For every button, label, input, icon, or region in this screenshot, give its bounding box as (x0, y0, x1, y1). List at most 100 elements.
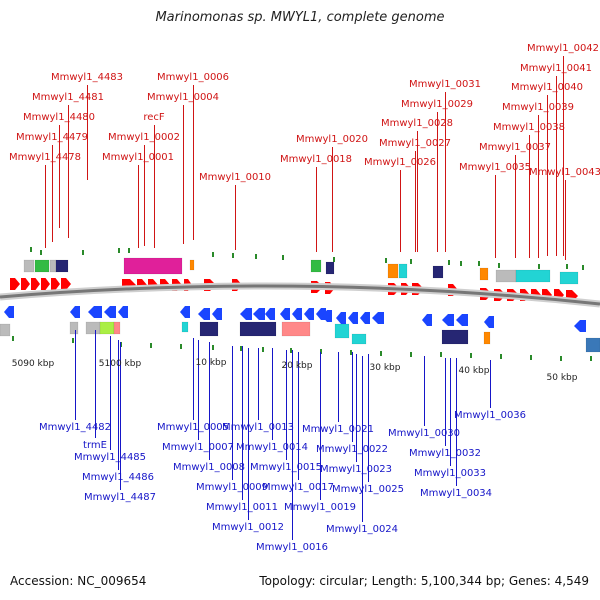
feature-box (0, 323, 11, 337)
feature-box (239, 321, 277, 337)
gene-label: Mmwyl1_0013 (222, 422, 294, 433)
gene-label: Mmwyl1_0038 (493, 122, 565, 133)
reverse-gene-arrow (304, 308, 314, 320)
gene-label: Mmwyl1_0026 (364, 157, 436, 168)
gene-label: Mmwyl1_0029 (401, 99, 473, 110)
scale-tick (410, 259, 412, 264)
scale-tick (566, 264, 568, 269)
reverse-gene-arrow (240, 308, 252, 320)
scale-tick (72, 338, 74, 343)
gene-label: Mmwyl1_0001 (102, 152, 174, 163)
gene-label: Mmwyl1_0022 (316, 444, 388, 455)
feature-box (23, 259, 35, 273)
reverse-gene-arrow (322, 310, 332, 322)
gene-label: Mmwyl1_4482 (39, 422, 111, 433)
gene-label: Mmwyl1_0005 (157, 422, 229, 433)
scale-tick (582, 265, 584, 270)
scale-tick (560, 356, 562, 361)
reverse-gene-arrow (4, 306, 14, 318)
gene-label: Mmwyl1_0024 (326, 524, 398, 535)
scale-tick (530, 355, 532, 360)
feature-box (441, 329, 469, 345)
gene-label: Mmwyl1_4481 (32, 92, 104, 103)
scale-tick (385, 258, 387, 263)
feature-box (69, 321, 79, 335)
reverse-gene-arrow (280, 308, 290, 320)
reverse-gene-arrow (198, 308, 210, 320)
scale-tick (30, 247, 32, 252)
scale-tick (478, 261, 480, 266)
feature-box (483, 331, 491, 345)
feature-box (398, 263, 408, 279)
gene-label: Mmwyl1_0016 (256, 542, 328, 553)
scale-tick (40, 250, 42, 255)
reverse-gene-arrow (484, 316, 494, 328)
reverse-gene-arrow (292, 308, 302, 320)
map-title: Marinomonas sp. MWYL1, complete genome (155, 10, 445, 25)
gene-label: Mmwyl1_0034 (420, 488, 492, 499)
scale-label: 10 kbp (196, 358, 227, 368)
gene-label: Mmwyl1_0027 (379, 138, 451, 149)
gene-label: Mmwyl1_0015 (250, 462, 322, 473)
scale-label: 40 kbp (459, 366, 490, 376)
reverse-gene-arrow (265, 308, 275, 320)
feature-box (387, 263, 399, 279)
feature-boxes (0, 257, 600, 353)
reverse-gene-arrow (360, 312, 370, 324)
gene-label: Mmwyl1_0039 (502, 102, 574, 113)
reverse-gene-arrow (180, 306, 190, 318)
scale-tick (290, 348, 292, 353)
feature-box (34, 259, 50, 273)
gene-label: Mmwyl1_0006 (157, 72, 229, 83)
feature-box (325, 261, 335, 275)
scale-tick (320, 349, 322, 354)
feature-box (281, 321, 311, 337)
gene-label: Mmwyl1_4480 (23, 112, 95, 123)
scale-tick (470, 353, 472, 358)
reverse-gene-arrow (104, 306, 116, 318)
scale-tick (150, 343, 152, 348)
gene-label: Mmwyl1_0021 (302, 424, 374, 435)
feature-box (479, 267, 489, 281)
scale-tick (590, 356, 592, 361)
scale-tick (538, 264, 540, 269)
feature-box (559, 271, 579, 285)
scale-tick (448, 260, 450, 265)
gene-label: Mmwyl1_0014 (236, 442, 308, 453)
feature-box (181, 321, 189, 333)
reverse-gene-arrow (336, 312, 346, 324)
scale-label: 5100 kbp (99, 359, 142, 369)
scale-tick (498, 263, 500, 268)
scale-label: 50 kbp (547, 373, 578, 383)
gene-label: Mmwyl1_0018 (280, 154, 352, 165)
scale-tick (460, 261, 462, 266)
gene-label: Mmwyl1_0017 (262, 482, 334, 493)
genome-backbone (0, 282, 600, 308)
feature-box (515, 269, 551, 283)
reverse-gene-arrow (212, 308, 222, 320)
gene-label: Mmwyl1_0008 (173, 462, 245, 473)
gene-label: recF (143, 112, 165, 123)
gene-label: Mmwyl1_0037 (479, 142, 551, 153)
gene-label: Mmwyl1_4479 (16, 132, 88, 143)
gene-label: Mmwyl1_0030 (388, 428, 460, 439)
reverse-gene-arrow (70, 306, 80, 318)
scale-tick (440, 352, 442, 357)
forward-gene-arrow (10, 278, 20, 290)
scale-tick (262, 347, 264, 352)
gene-label: Mmwyl1_0025 (332, 484, 404, 495)
accession-text: Accession: NC_009654 (10, 574, 147, 588)
scale-tick (240, 346, 242, 351)
scale-tick (82, 250, 84, 255)
feature-box (334, 323, 350, 339)
gene-label: Mmwyl1_0007 (162, 442, 234, 453)
gene-labels: Mmwyl1_4483Mmwyl1_4481Mmwyl1_4480Mmwyl1_… (9, 43, 600, 553)
reverse-gene-arrow (348, 312, 358, 324)
gene-label: Mmwyl1_0035 (459, 162, 531, 173)
forward-gene-arrow (41, 278, 50, 290)
forward-gene-arrow (21, 278, 30, 290)
reverse-gene-arrow (253, 308, 265, 320)
forward-gene-arrow (31, 278, 40, 290)
gene-label: Mmwyl1_0004 (147, 92, 219, 103)
gene-label: Mmwyl1_4485 (74, 452, 146, 463)
